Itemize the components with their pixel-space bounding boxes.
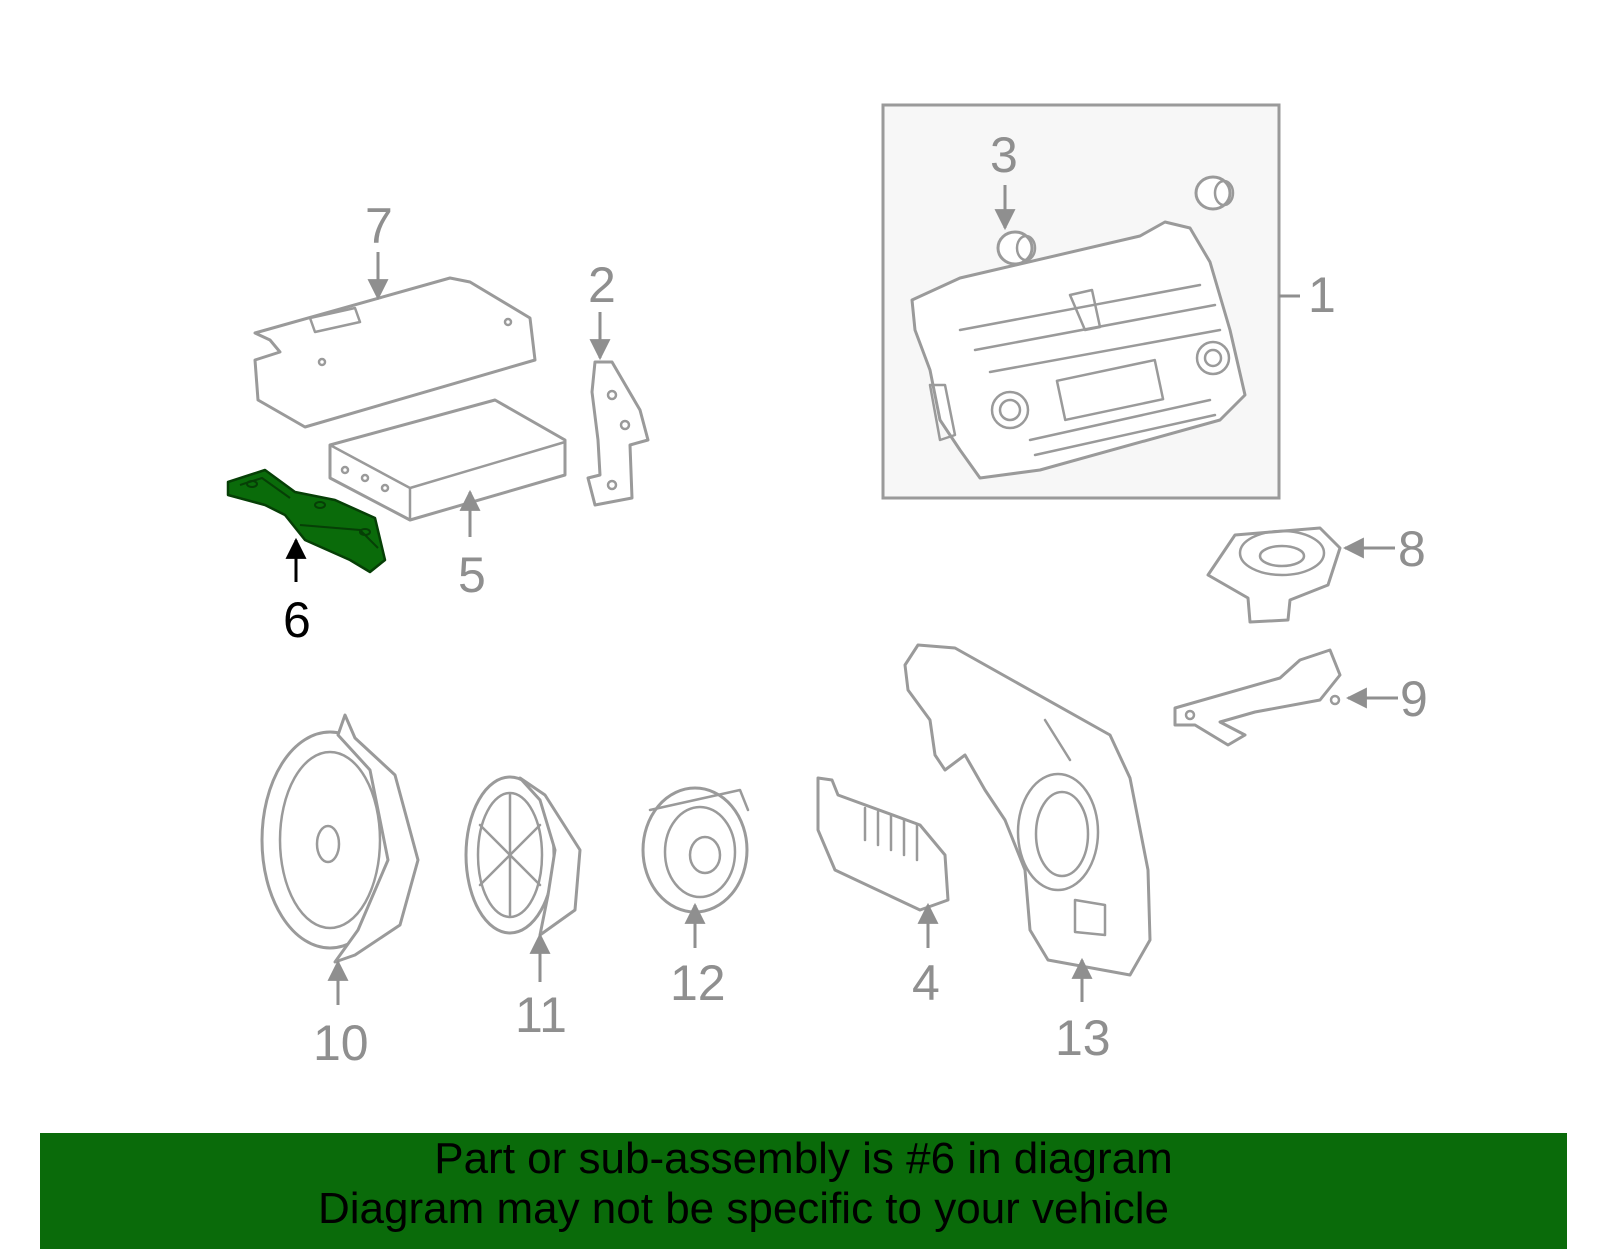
part-10-speaker[interactable]	[260, 713, 420, 964]
leader-lines	[285, 185, 1398, 1005]
callout-2: 2	[588, 257, 616, 313]
callout-11: 11	[515, 987, 567, 1043]
callout-4: 4	[912, 955, 940, 1011]
part-2-bracket[interactable]	[586, 360, 650, 507]
part-13-subwoofer-enclosure[interactable]	[903, 643, 1152, 977]
callout-6: 6	[283, 592, 311, 648]
knob-2-icon	[1194, 175, 1235, 211]
part-8-tweeter[interactable]	[1206, 526, 1342, 624]
part-4-module[interactable]	[816, 776, 950, 912]
part-5-amplifier[interactable]	[328, 398, 567, 522]
part-6-bracket-highlighted[interactable]	[226, 468, 387, 574]
part-1-radio-assembly[interactable]	[881, 103, 1300, 500]
part-9-bracket[interactable]	[1173, 648, 1342, 747]
callout-10: 10	[313, 1015, 369, 1071]
part-3-knob[interactable]	[996, 230, 1037, 266]
callout-5: 5	[458, 547, 486, 603]
banner-line-disclaimer: Diagram may not be specific to your vehi…	[317, 1184, 1170, 1233]
callout-8: 8	[1398, 521, 1426, 577]
part-7-cover[interactable]	[253, 276, 537, 429]
part-11-speaker[interactable]	[464, 775, 582, 937]
callout-7: 7	[365, 198, 393, 254]
banner-line-part-info: Part or sub-assembly is #6 in diagram	[434, 1134, 1173, 1183]
callout-12: 12	[670, 955, 726, 1011]
part-12-speaker[interactable]	[641, 786, 750, 914]
callout-3: 3	[990, 127, 1018, 183]
callout-9: 9	[1400, 671, 1428, 727]
callout-labels: 3 1 7 2 5 6 8 9 10 11 12 4 13	[283, 127, 1428, 1071]
callout-1: 1	[1308, 267, 1336, 323]
info-banner: Part or sub-assembly is #6 in diagram Di…	[40, 1133, 1567, 1249]
callout-13: 13	[1055, 1010, 1111, 1066]
